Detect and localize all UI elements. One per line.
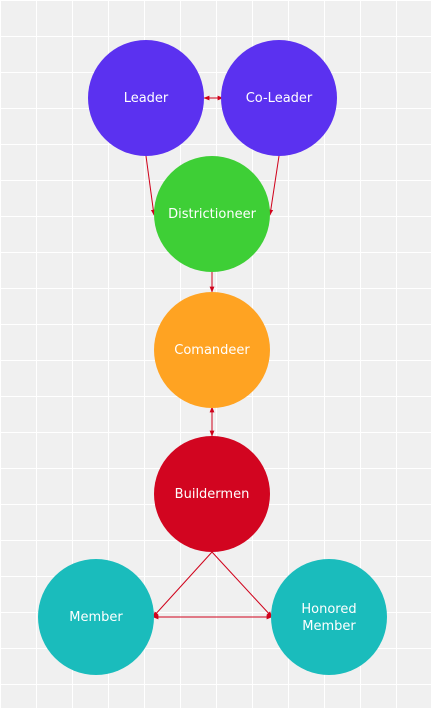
node-districtioneer[interactable]: Districtioneer bbox=[154, 156, 270, 272]
node-honored-member-label-line2: Member bbox=[302, 619, 356, 634]
node-honored-member-circle bbox=[271, 559, 387, 675]
node-honored-member-label-line1: Honored bbox=[301, 602, 356, 617]
node-coleader[interactable]: Co-Leader bbox=[221, 40, 337, 156]
node-buildermen[interactable]: Buildermen bbox=[154, 436, 270, 552]
node-comandeer-circle bbox=[154, 292, 270, 408]
node-coleader-label: Co-Leader bbox=[246, 91, 313, 106]
connector-coleader-districtioneer bbox=[268, 155, 280, 216]
node-comandeer[interactable]: Comandeer bbox=[154, 292, 270, 408]
node-leader-circle bbox=[88, 40, 204, 156]
node-member-label: Member bbox=[69, 610, 123, 625]
node-member-circle bbox=[38, 559, 154, 675]
node-buildermen-label: Buildermen bbox=[175, 487, 250, 502]
connector-leader-districtioneer bbox=[145, 155, 156, 216]
connector-buildermen-member bbox=[152, 551, 213, 618]
node-districtioneer-label: Districtioneer bbox=[168, 207, 256, 222]
node-leader[interactable]: Leader bbox=[88, 40, 204, 156]
node-comandeer-label: Comandeer bbox=[174, 343, 250, 358]
node-member[interactable]: Member bbox=[38, 559, 154, 675]
node-buildermen-circle bbox=[154, 436, 270, 552]
node-leader-label: Leader bbox=[124, 91, 169, 106]
node-districtioneer-circle bbox=[154, 156, 270, 272]
connectors bbox=[145, 95, 280, 620]
node-honored-member[interactable]: Honored Member bbox=[271, 559, 387, 675]
node-coleader-circle bbox=[221, 40, 337, 156]
connector-buildermen-honored bbox=[211, 551, 273, 618]
